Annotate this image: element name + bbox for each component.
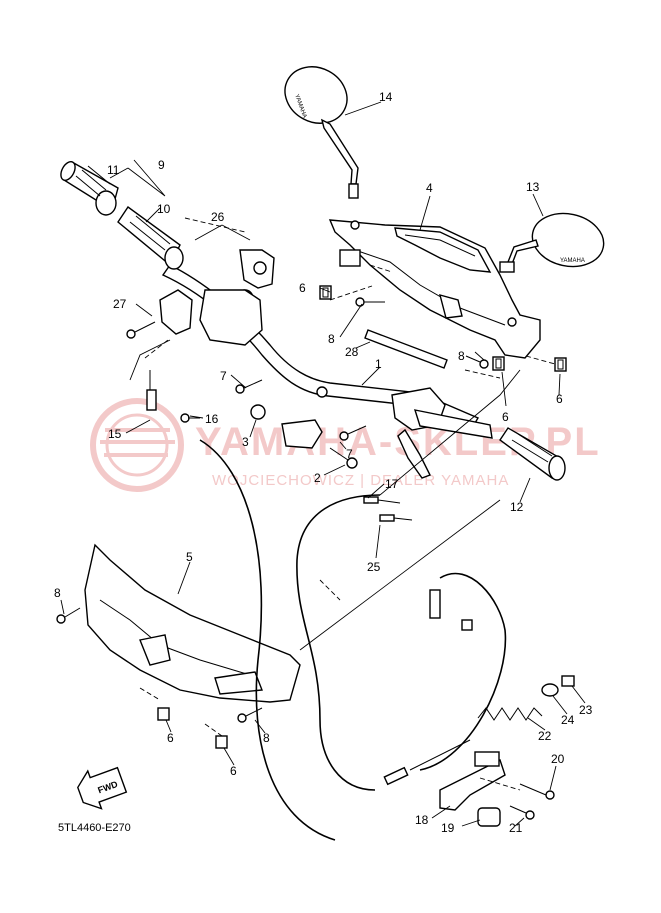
right-mirror: YAMAHA <box>499 212 605 273</box>
meter-strip <box>364 329 448 369</box>
callout-21: 21 <box>509 821 523 835</box>
screw-7-left <box>235 379 263 394</box>
watermark-dealer: WOJCIECHOWICZ | DEALER YAMAHA <box>212 472 509 489</box>
cable-17 <box>363 496 401 504</box>
cable-throttle <box>199 439 336 841</box>
callout-16: 16 <box>205 412 219 426</box>
diagram-code: 5TL4460-E270 <box>58 822 131 834</box>
screw-cover-left <box>56 607 81 624</box>
callout-12: 12 <box>510 500 524 514</box>
switch-housing <box>250 404 358 469</box>
clip-cover-right <box>215 735 228 749</box>
callout-6-cover-left: 6 <box>167 731 174 745</box>
callout-14: 14 <box>379 90 393 104</box>
callout-6-right-1: 6 <box>502 410 509 424</box>
callout-17: 17 <box>385 477 399 491</box>
callout-3: 3 <box>242 435 249 449</box>
callout-11: 11 <box>107 163 120 177</box>
callouts: 14 4 13 9 11 10 26 27 6 8 28 1 7 8 6 6 3… <box>54 90 593 835</box>
screw-cover-right <box>237 707 263 723</box>
throttle-grip-10 <box>117 206 184 270</box>
sleeve-24 <box>541 683 559 697</box>
spring-22 <box>477 707 543 721</box>
mirror-brand-right: YAMAHA <box>560 258 585 264</box>
screw-meter-right <box>465 355 489 369</box>
leaders <box>60 101 586 827</box>
clip-cover-left <box>157 707 170 721</box>
callout-9: 9 <box>158 158 165 172</box>
callout-7-left: 7 <box>220 369 227 383</box>
callout-13: 13 <box>526 180 540 194</box>
bracket-18 <box>439 751 506 811</box>
callout-7-right: 7 <box>346 447 353 461</box>
fwd-arrow: FWD <box>77 766 128 810</box>
cable-25 <box>379 514 413 522</box>
callout-15: 15 <box>108 427 122 441</box>
dashed-guides <box>139 217 556 791</box>
callout-6-cover-right: 6 <box>230 764 237 778</box>
watermark-logo <box>90 398 184 492</box>
left-switch <box>159 289 193 335</box>
callout-8-cover-left: 8 <box>54 586 61 600</box>
clip-left-upper <box>319 285 332 300</box>
bolt-21 <box>509 805 535 820</box>
screw-meter-left <box>355 297 385 307</box>
bolt-20 <box>519 783 555 800</box>
handlebar-cover <box>84 543 301 703</box>
callout-28: 28 <box>345 345 359 359</box>
callout-27: 27 <box>113 297 127 311</box>
screw-27 <box>126 321 156 339</box>
left-grip <box>60 161 119 216</box>
cable-right <box>419 572 507 771</box>
cable-brake-loop <box>296 494 381 791</box>
right-grip <box>499 427 566 481</box>
callout-1: 1 <box>375 357 382 371</box>
handlebar-bracket <box>199 249 275 346</box>
callout-2: 2 <box>314 471 321 485</box>
callout-24: 24 <box>561 713 575 727</box>
nut-23 <box>561 675 575 687</box>
callout-8-meter: 8 <box>328 332 335 346</box>
callout-5: 4 <box>426 181 433 195</box>
callout-6-meter: 6 <box>299 281 306 295</box>
callout-19: 19 <box>441 821 455 835</box>
frame-lines <box>129 339 521 651</box>
callout-18: 18 <box>415 813 429 827</box>
callout-4: 5 <box>186 550 193 564</box>
left-mirror: YAMAHA <box>284 66 359 199</box>
cable-rod <box>383 739 471 786</box>
callout-6-right-2: 6 <box>556 392 563 406</box>
meter-assembly <box>328 219 541 359</box>
callout-10: 10 <box>157 202 171 216</box>
callout-8-cover-right: 8 <box>263 731 270 745</box>
callout-23: 23 <box>579 703 593 717</box>
cable-end-right <box>429 589 473 631</box>
callout-20: 20 <box>551 752 565 766</box>
cable-end-15 <box>146 370 200 423</box>
callout-26: 26 <box>211 210 225 224</box>
callout-22: 22 <box>538 729 552 743</box>
rubber-19 <box>477 807 501 827</box>
clip-right-1 <box>492 356 505 371</box>
callout-25: 25 <box>367 560 381 574</box>
right-lever <box>391 387 493 479</box>
callout-8-right: 8 <box>458 349 465 363</box>
screw-7-right <box>339 425 367 441</box>
clip-right-2 <box>554 357 567 372</box>
